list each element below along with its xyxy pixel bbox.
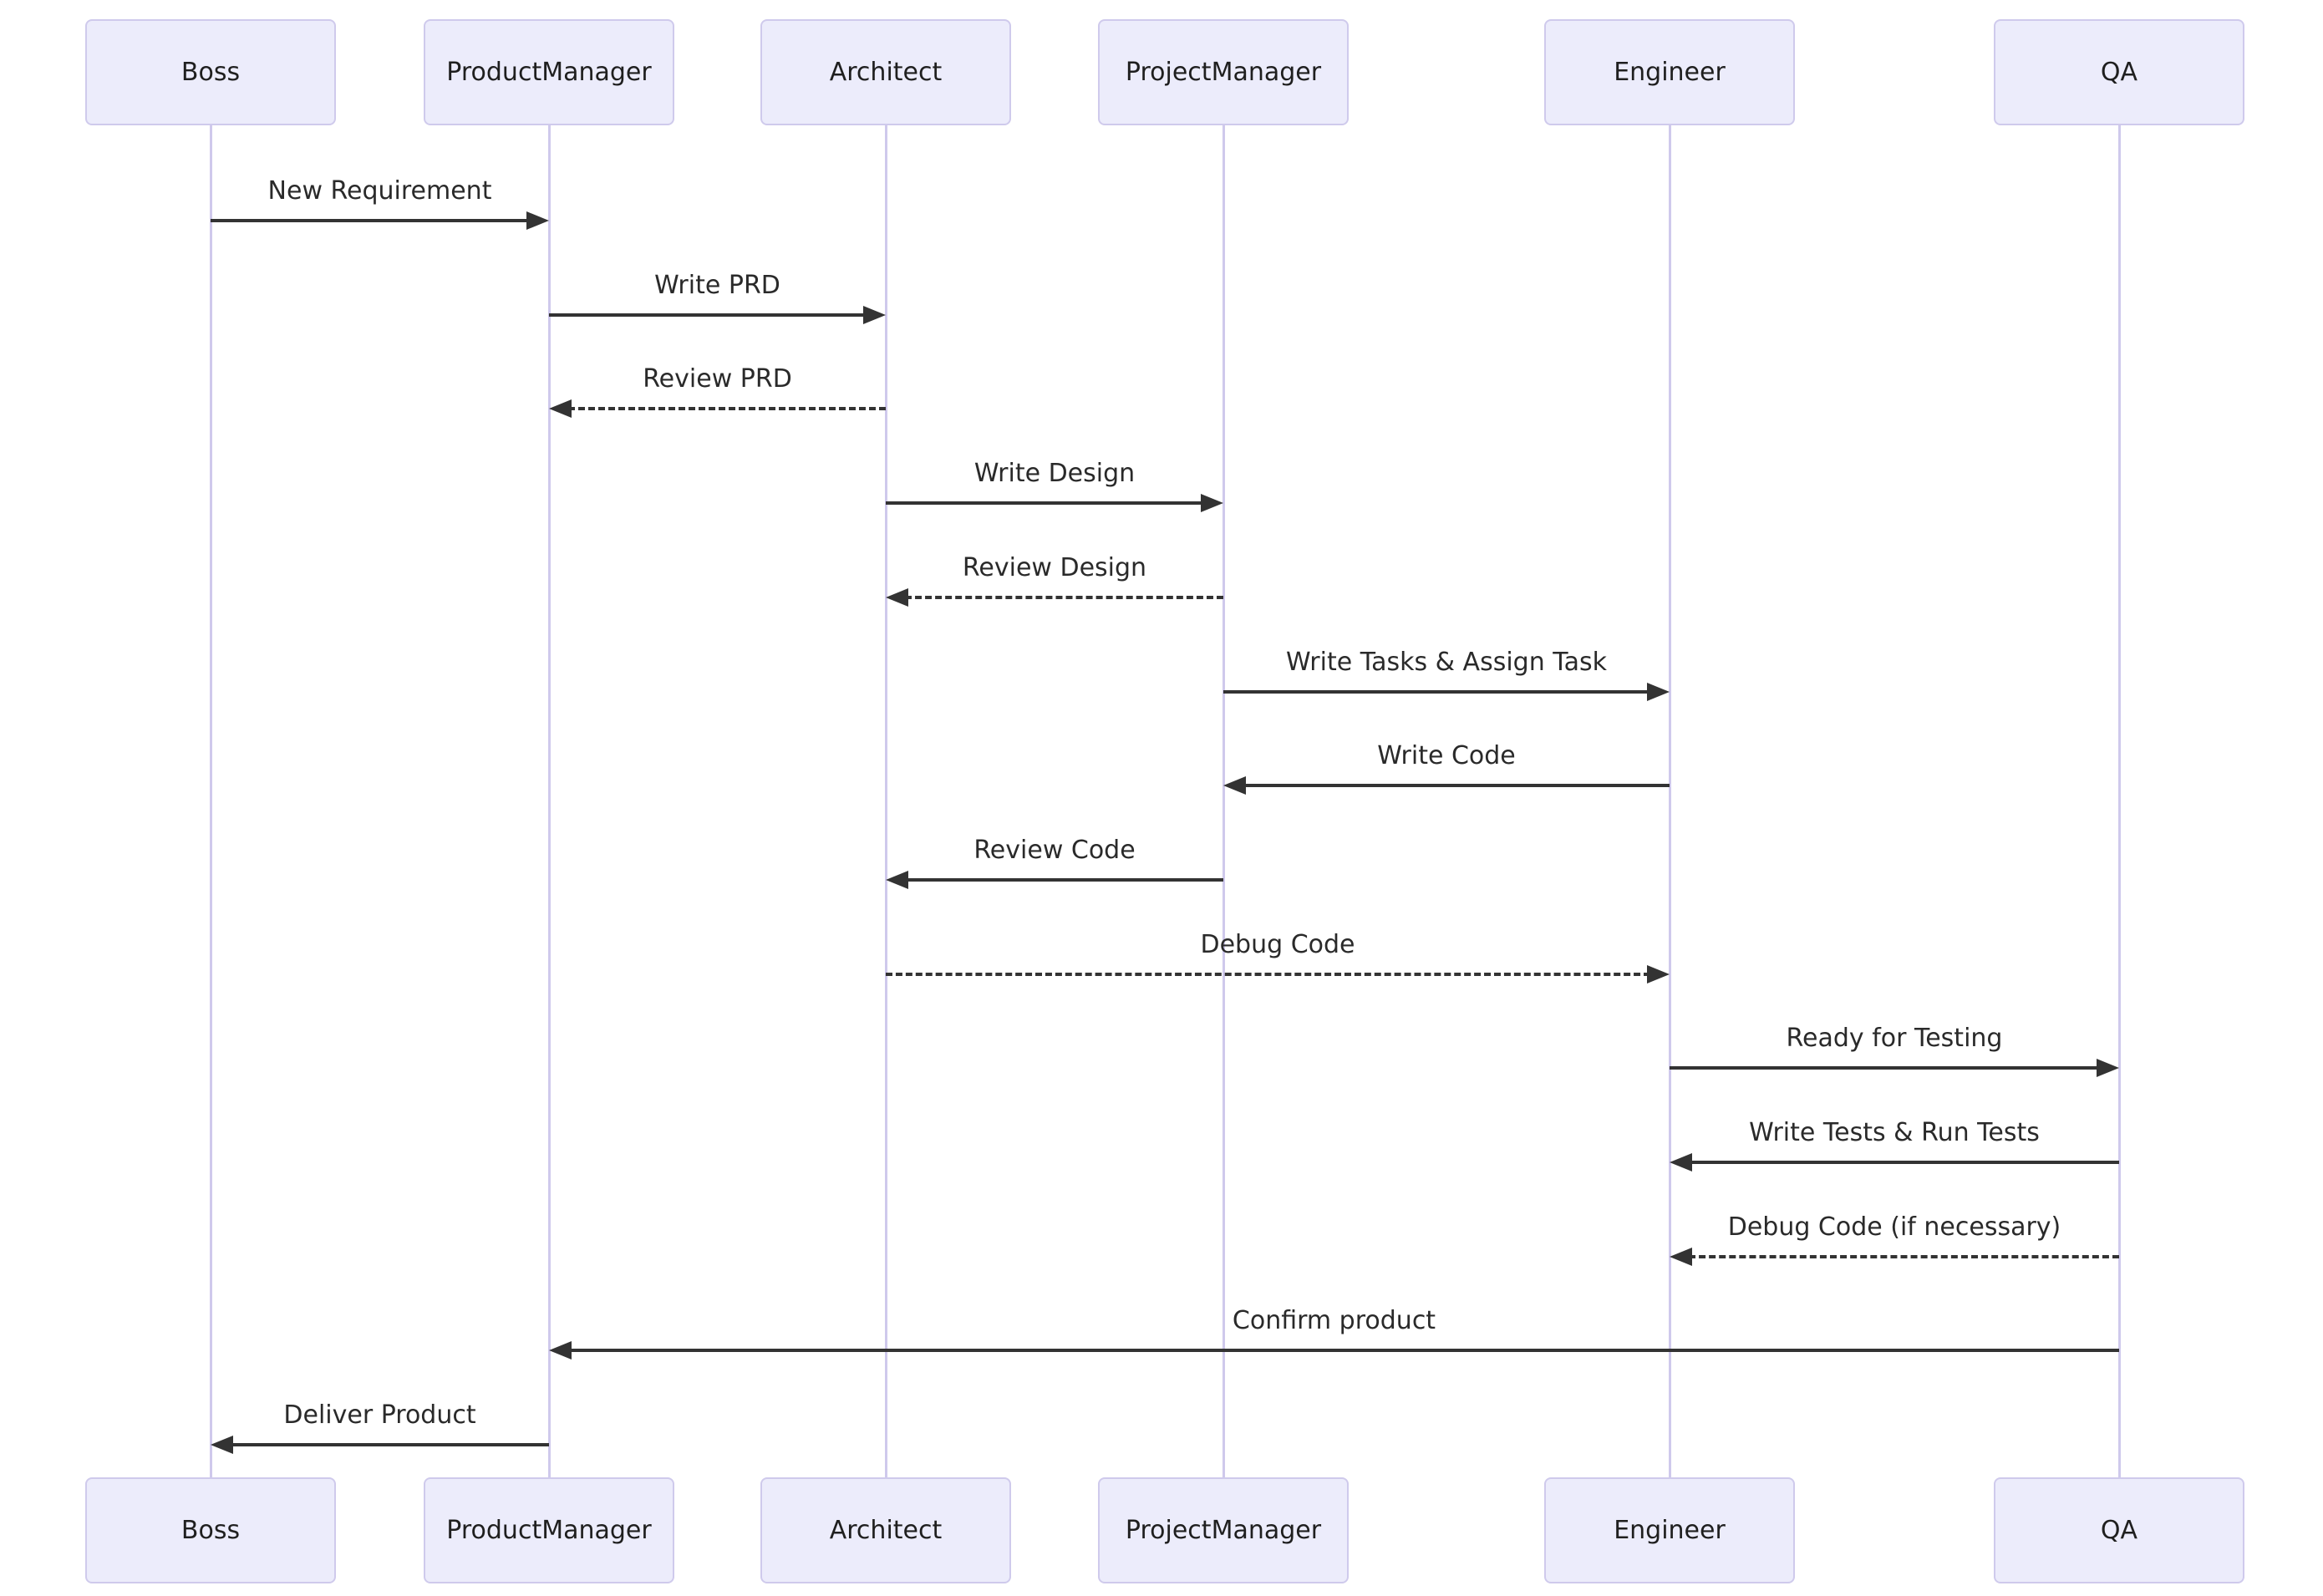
actor-label: Engineer (1614, 1516, 1726, 1545)
message-line (568, 1349, 2119, 1352)
message-line (905, 596, 1223, 599)
actor-box-bottom: Engineer (1544, 1477, 1795, 1583)
actor-label: Engineer (1614, 58, 1726, 87)
actor-box-bottom: QA (1994, 1477, 2244, 1583)
arrowhead-icon (1670, 1248, 1692, 1266)
message-line (568, 407, 886, 410)
message-label: Review Code (973, 836, 1136, 865)
message-label: Write Code (1377, 741, 1516, 770)
lifeline (1668, 125, 1671, 1477)
arrowhead-icon (1201, 494, 1223, 512)
lifeline (884, 125, 887, 1477)
lifeline (1222, 125, 1225, 1477)
lifeline (209, 125, 212, 1477)
message-label: Write Tasks & Assign Task (1285, 648, 1608, 677)
message-label: Write Design (973, 459, 1136, 488)
arrowhead-icon (1647, 683, 1670, 701)
message-line (1689, 1161, 2119, 1164)
message-label: Review Design (962, 553, 1147, 582)
message-line (1243, 784, 1670, 787)
actor-box-top: Architect (760, 19, 1011, 125)
arrowhead-icon (886, 871, 908, 889)
message-line (886, 501, 1204, 505)
actor-label: QA (2100, 1516, 2138, 1545)
message-line (549, 313, 867, 317)
actor-label: ProductManager (446, 1516, 652, 1545)
actor-box-top: ProjectManager (1098, 19, 1349, 125)
message-label: Debug Code (if necessary) (1727, 1212, 2061, 1242)
message-line (1223, 690, 1650, 694)
arrowhead-icon (886, 588, 908, 607)
arrowhead-icon (1647, 965, 1670, 984)
arrowhead-icon (549, 399, 572, 418)
arrowhead-icon (2097, 1059, 2119, 1077)
arrowhead-icon (549, 1341, 572, 1360)
actor-box-top: ProductManager (424, 19, 674, 125)
actor-box-bottom: ProjectManager (1098, 1477, 1349, 1583)
message-label: Write Tests & Run Tests (1749, 1118, 2040, 1147)
actor-box-bottom: ProductManager (424, 1477, 674, 1583)
actor-label: ProjectManager (1125, 58, 1322, 87)
arrowhead-icon (1223, 776, 1246, 795)
arrowhead-icon (526, 211, 549, 230)
lifeline (547, 125, 551, 1477)
message-label: Confirm product (1232, 1306, 1436, 1335)
actor-label: Boss (180, 58, 241, 87)
actor-box-bottom: Architect (760, 1477, 1011, 1583)
message-line (905, 878, 1223, 882)
actor-label: Architect (829, 1516, 943, 1545)
message-line (886, 973, 1650, 976)
actor-box-bottom: Boss (85, 1477, 336, 1583)
actor-label: Boss (180, 1516, 241, 1545)
message-line (1689, 1255, 2119, 1258)
arrowhead-icon (211, 1436, 233, 1454)
message-line (1670, 1066, 2100, 1070)
arrowhead-icon (863, 306, 886, 324)
message-line (211, 219, 530, 222)
actor-box-top: Boss (85, 19, 336, 125)
actor-label: ProductManager (446, 58, 652, 87)
message-label: Deliver Product (283, 1400, 476, 1430)
actor-label: QA (2100, 58, 2138, 87)
actor-label: ProjectManager (1125, 1516, 1322, 1545)
actor-box-top: Engineer (1544, 19, 1795, 125)
actor-label: Architect (829, 58, 943, 87)
lifeline (2117, 125, 2121, 1477)
message-label: Write PRD (654, 271, 780, 300)
message-line (230, 1443, 549, 1446)
arrowhead-icon (1670, 1153, 1692, 1172)
actor-box-top: QA (1994, 19, 2244, 125)
message-label: Ready for Testing (1786, 1024, 2003, 1053)
message-label: New Requirement (267, 176, 492, 206)
message-label: Review PRD (643, 364, 792, 394)
message-label: Debug Code (1200, 930, 1355, 959)
